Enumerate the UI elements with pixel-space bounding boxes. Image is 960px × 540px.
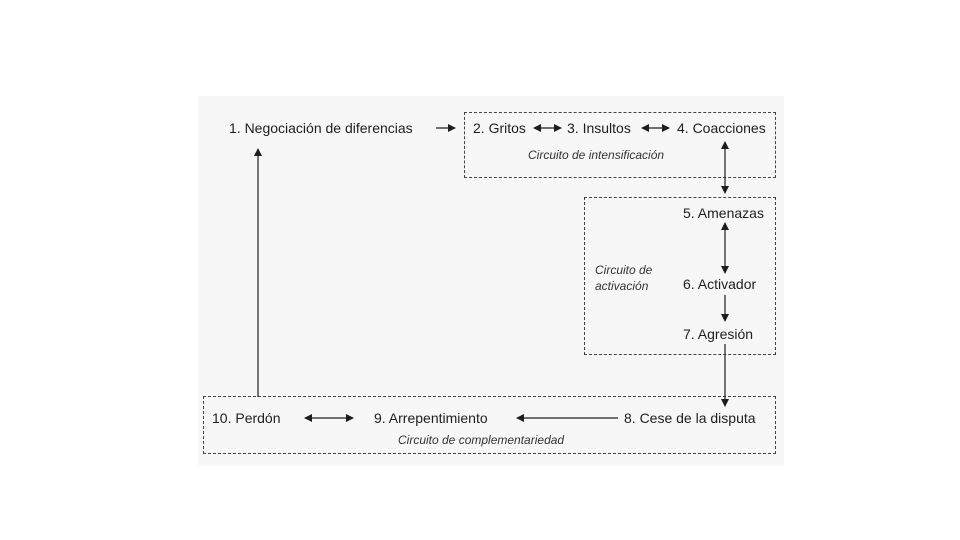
label-intensification-circuit: Circuito de intensificación <box>528 148 665 162</box>
complementarity-circuit-box <box>203 396 776 454</box>
node-gritos: 2. Gritos <box>473 120 526 136</box>
node-coacciones: 4. Coacciones <box>677 120 766 136</box>
activation-circuit-box <box>584 197 776 355</box>
label-activation-circuit-line2: activación <box>595 279 649 293</box>
node-cese-disputa: 8. Cese de la disputa <box>624 410 756 426</box>
node-agresion: 7. Agresión <box>683 326 754 342</box>
node-perdon: 10. Perdón <box>212 410 281 426</box>
diagram-panel <box>198 96 784 466</box>
node-amenazas: 5. Amenazas <box>683 205 764 221</box>
node-negociacion: 1. Negociación de diferencias <box>229 120 413 136</box>
label-complementarity-circuit: Circuito de complementariedad <box>398 433 565 447</box>
node-arrepentimiento: 9. Arrepentimiento <box>374 410 488 426</box>
intensification-circuit-box <box>464 112 776 178</box>
node-activador: 6. Activador <box>683 276 757 292</box>
label-activation-circuit-line1: Circuito de <box>595 263 653 277</box>
node-insultos: 3. Insultos <box>567 120 631 136</box>
